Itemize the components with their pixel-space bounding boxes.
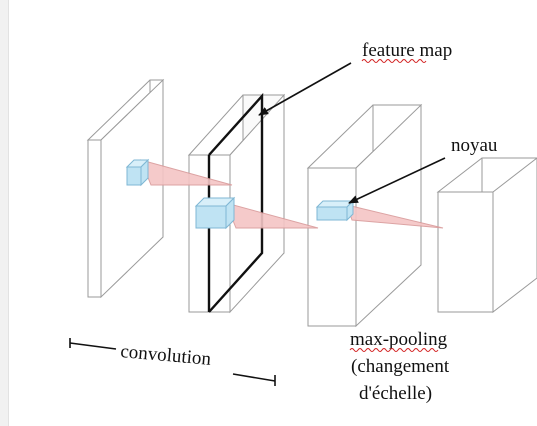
kernel-1-cube (125, 158, 150, 187)
echelle-label: d'échelle) (359, 383, 432, 404)
feature-map-arrow (258, 62, 352, 116)
changement-label: (changement (351, 356, 450, 377)
feature-map-label: feature map (362, 40, 452, 61)
left-window-border (0, 0, 9, 426)
noyau-arrow (348, 157, 446, 204)
kernel-1 (125, 158, 233, 187)
layer-4-block (436, 157, 537, 314)
layer-1-block (86, 78, 165, 299)
convolution-bracket-left (69, 342, 117, 350)
spellcheck-squiggle (361, 59, 427, 63)
kernel-2-cube (194, 196, 236, 230)
noyau-label: noyau (451, 135, 498, 156)
spellcheck-squiggle-2 (349, 348, 439, 352)
max-pooling-label: max-pooling (350, 329, 448, 350)
kernel-3-cube (315, 199, 355, 222)
convolution-label: convolution (120, 341, 213, 370)
kernel-2 (194, 196, 319, 230)
convolution-bracket-right (232, 373, 276, 382)
kernel-3 (315, 199, 444, 229)
